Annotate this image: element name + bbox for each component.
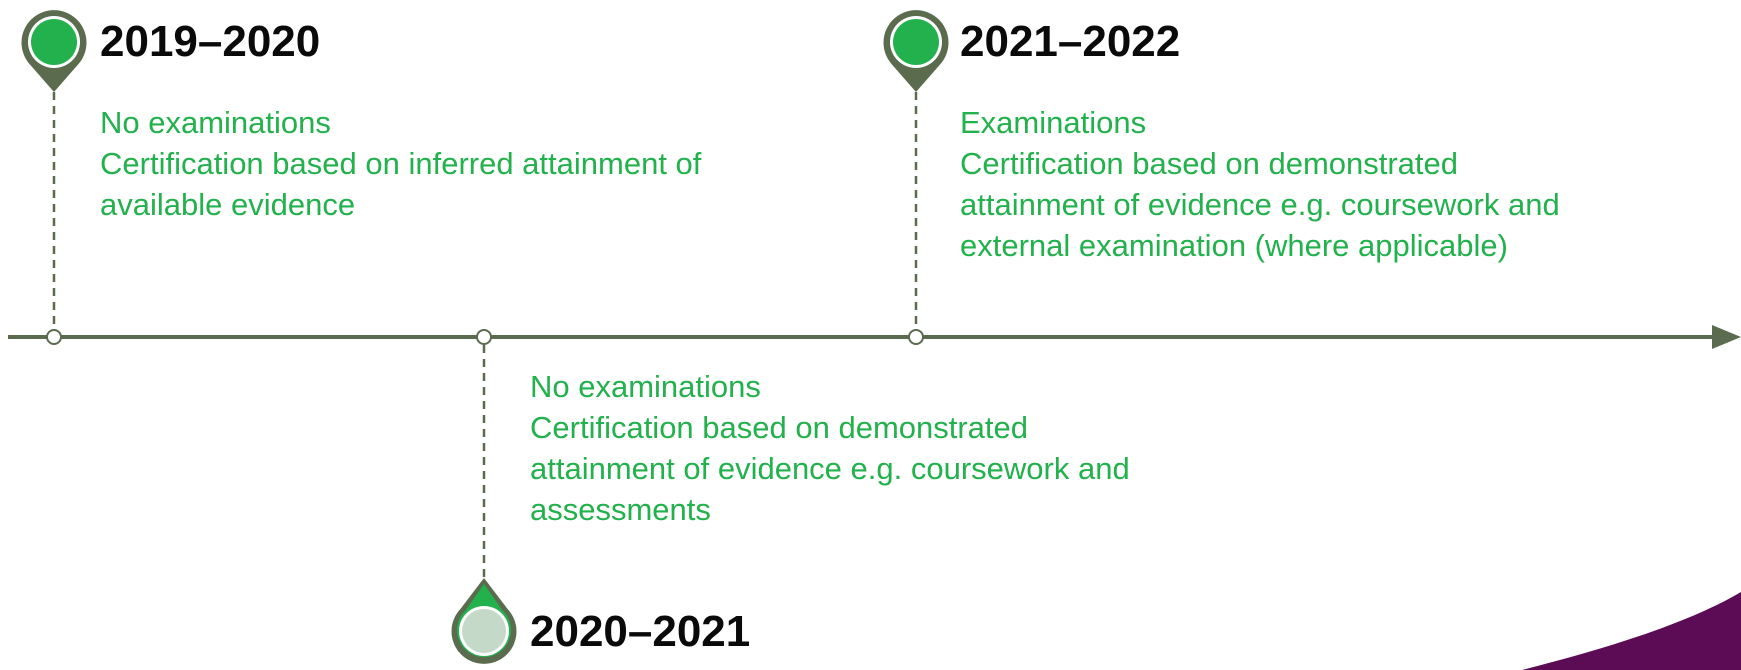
description-line: Certification based on demonstrated <box>530 410 1029 445</box>
map-pin-icon-2021-2022 <box>883 10 949 92</box>
description-line: assessments <box>530 492 711 527</box>
timeline-node-2021-2022 <box>908 329 924 345</box>
description-line: Certification based on demonstrated <box>960 146 1459 181</box>
description-line: attainment of evidence e.g. coursework a… <box>960 187 1560 222</box>
description-line: external examination (where applicable) <box>960 228 1508 263</box>
map-pin-icon-2020-2021 <box>451 578 517 664</box>
description-line: No examinations <box>100 105 331 140</box>
description-line: No examinations <box>530 369 761 404</box>
description-line: Examinations <box>960 105 1147 140</box>
corner-swoosh-decoration <box>1522 592 1741 670</box>
milestone-description-2019-2020: No examinations Certification based on i… <box>100 102 701 225</box>
description-line: Certification based on inferred attainme… <box>100 146 702 181</box>
milestone-heading-2019-2020: 2019–2020 <box>100 17 321 66</box>
milestone-heading-2021-2022: 2021–2022 <box>960 17 1181 66</box>
timeline-node-2019-2020 <box>46 329 62 345</box>
description-line: available evidence <box>100 187 356 222</box>
timeline-node-2020-2021 <box>476 329 492 345</box>
milestone-description-2020-2021: No examinations Certification based on d… <box>530 366 1130 530</box>
description-line: attainment of evidence e.g. coursework a… <box>530 451 1130 486</box>
milestone-heading-2020-2021: 2020–2021 <box>530 607 751 656</box>
map-pin-icon-2019-2020 <box>21 10 87 92</box>
milestone-description-2021-2022: Examinations Certification based on demo… <box>960 102 1560 266</box>
timeline-arrowhead <box>1712 325 1741 349</box>
